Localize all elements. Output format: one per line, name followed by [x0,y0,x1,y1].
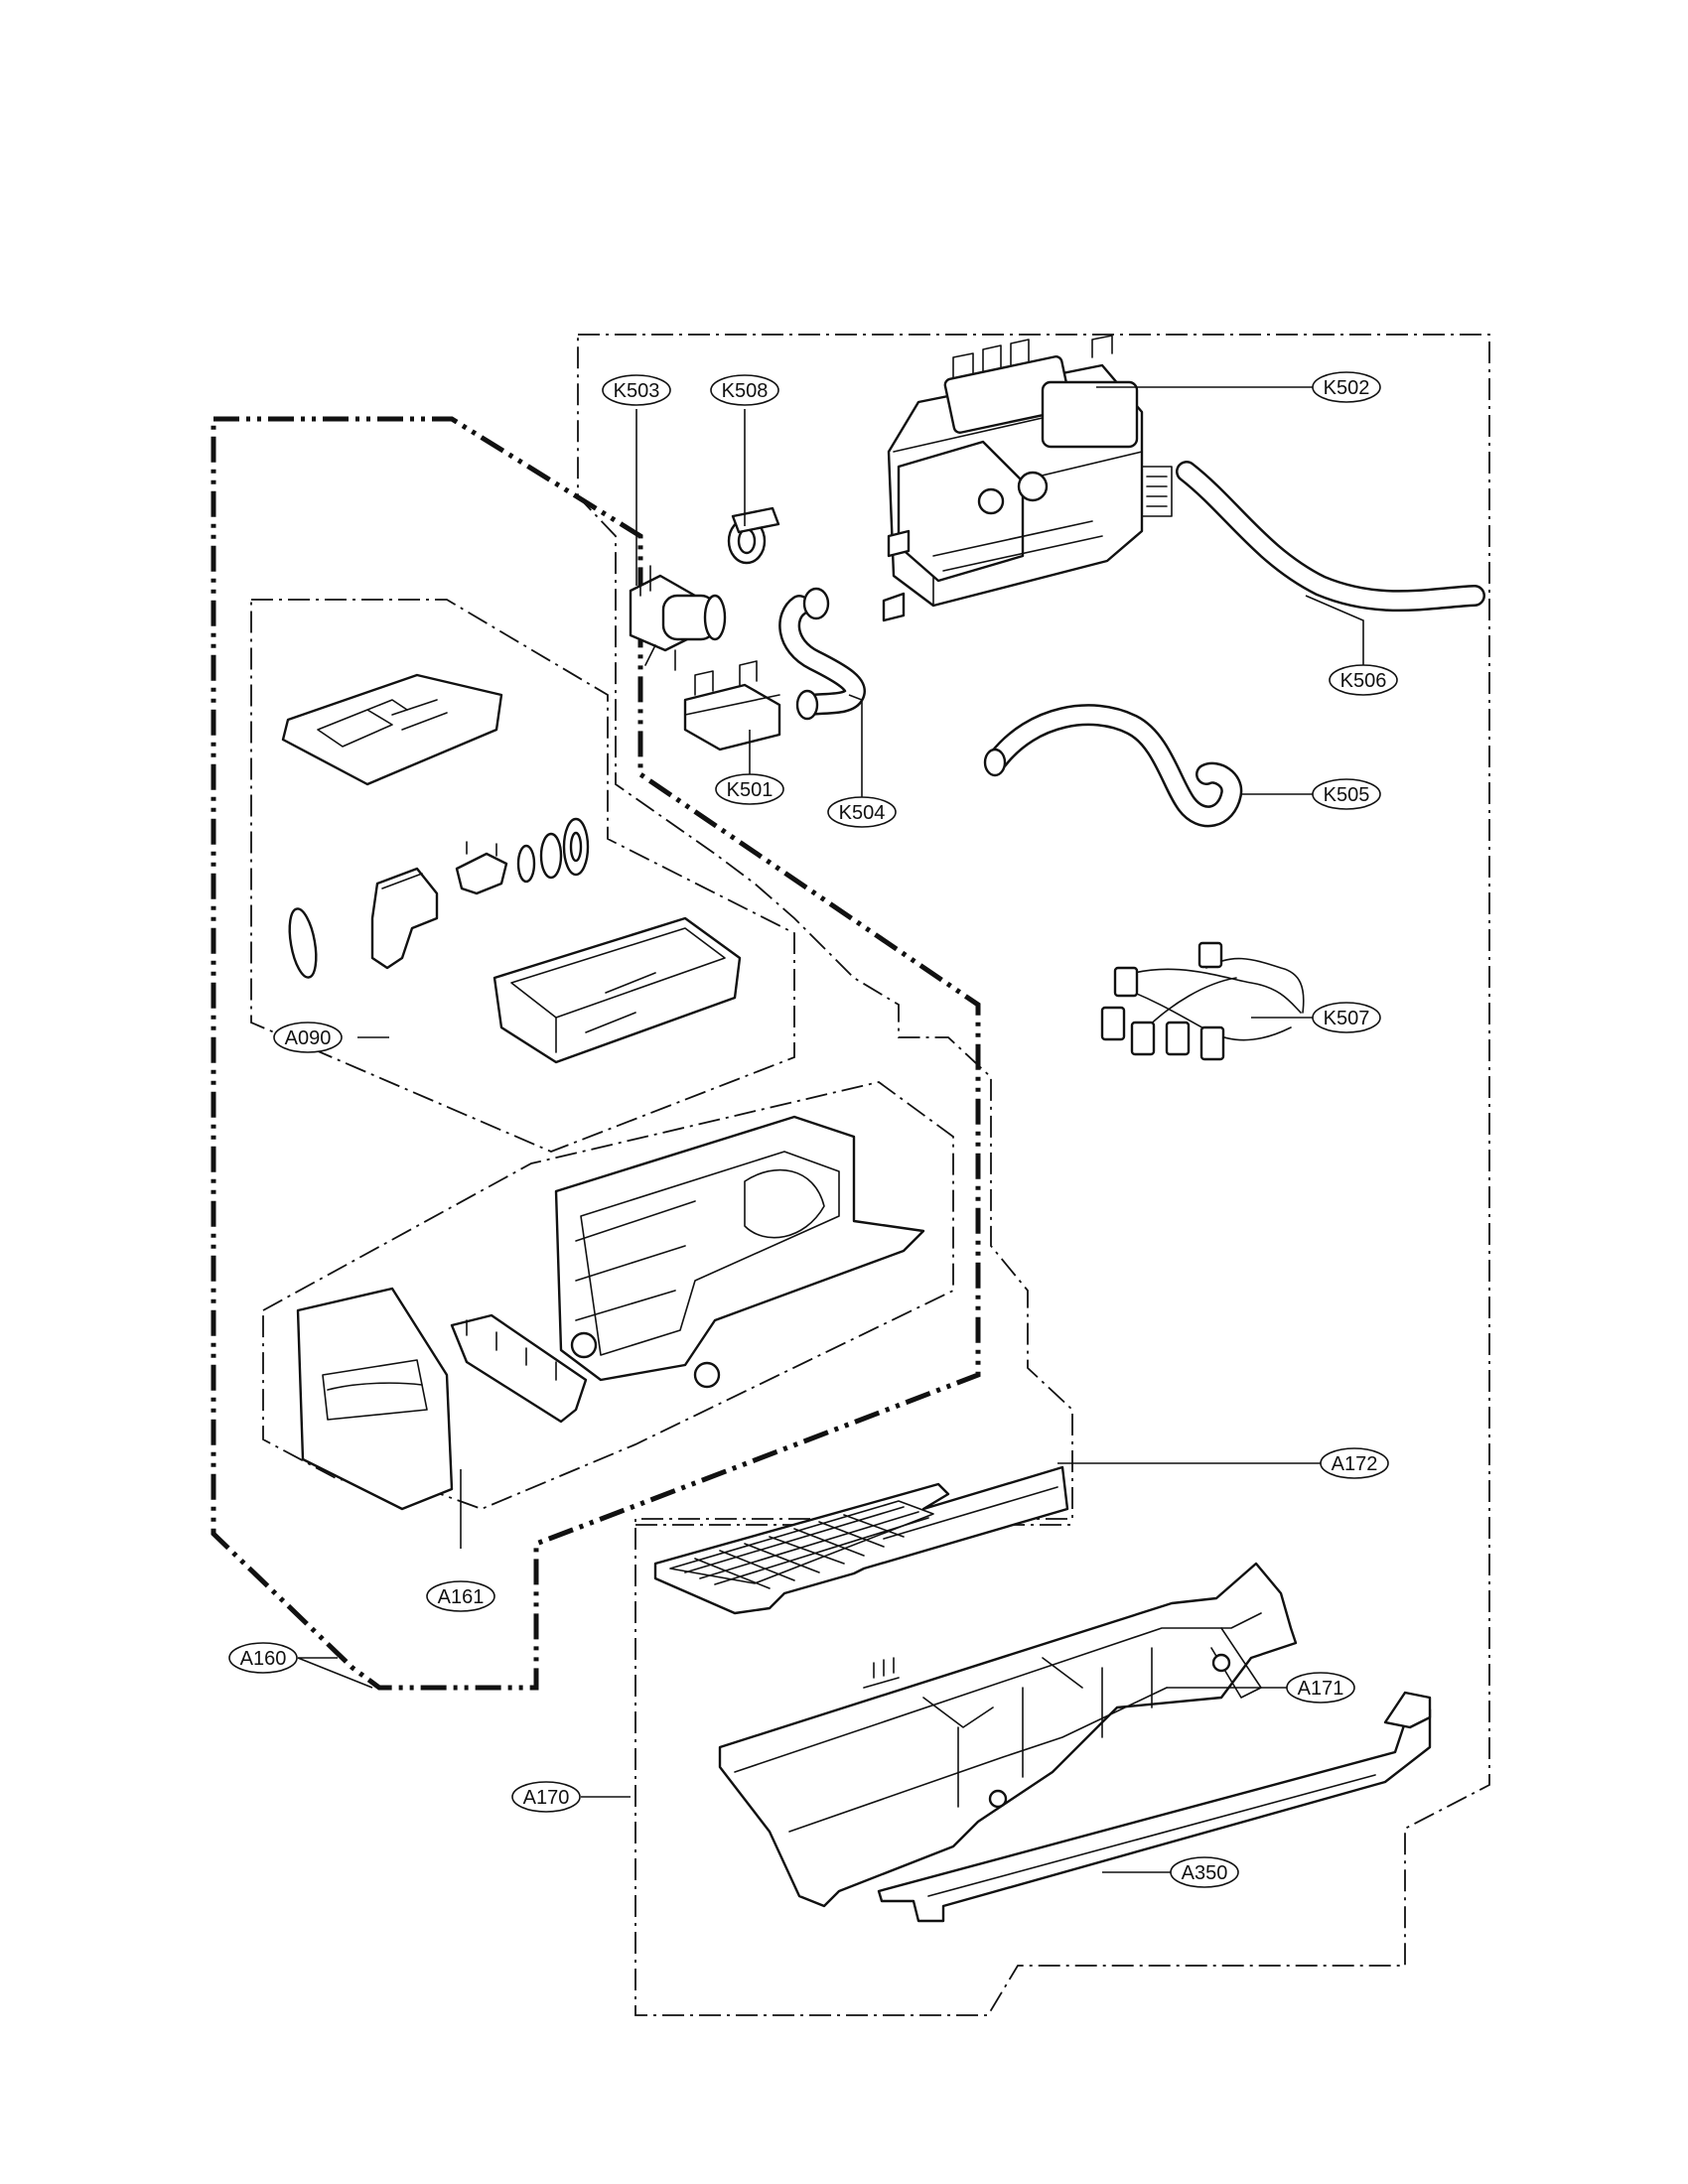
a350-rail [877,1691,1432,1923]
callout-a170-text: A170 [523,1787,570,1809]
k506-hose [1176,461,1485,613]
callout-k505: K505 [1312,778,1381,810]
callout-a171-text: A171 [1298,1678,1344,1700]
callout-a350: A350 [1170,1856,1239,1888]
callout-a172-text: A172 [1332,1453,1378,1475]
callout-k504: K504 [827,796,897,828]
k502-steam-generator [882,335,1173,622]
a160-group-boundary [211,416,981,1691]
callout-a160: A160 [228,1642,298,1674]
callout-a160-text: A160 [240,1648,287,1670]
callout-k504-text: K504 [839,802,886,824]
a090-group-boundary [250,599,795,1153]
callout-a170: A170 [511,1781,581,1813]
k504-elbow-hose [778,587,866,721]
callout-k502-text: K502 [1324,377,1370,399]
callout-k501-text: K501 [727,779,774,801]
k503-valve [629,565,727,671]
k501-bracket [683,660,781,751]
callout-k508-text: K508 [722,380,769,402]
callout-a350-text: A350 [1182,1862,1228,1884]
a161-dispenser-drawer-parts [296,1115,925,1511]
a172-grille [653,1465,1069,1615]
callout-k505-text: K505 [1324,784,1370,806]
k507-wire-harness [1100,941,1305,1061]
a171-housing [718,1562,1298,1908]
a161-group-boundary [262,1081,954,1510]
callout-a090-text: A090 [285,1027,332,1049]
callout-a161: A161 [426,1580,495,1612]
callout-a161-text: A161 [438,1586,485,1608]
callout-k508: K508 [710,374,779,406]
callout-k507-text: K507 [1324,1008,1370,1029]
callout-k506: K506 [1329,664,1398,696]
callout-a171: A171 [1286,1672,1355,1704]
a090-detergent-dispenser-parts [281,673,742,1064]
callout-k507: K507 [1312,1002,1381,1033]
leader-lines [297,386,1364,1873]
callout-k501: K501 [715,773,784,805]
k505-hose [983,704,1243,828]
callout-a090: A090 [273,1022,343,1053]
callout-k503: K503 [602,374,671,406]
callout-k502: K502 [1312,371,1381,403]
k-group-boundary [577,334,1490,2016]
callout-k503-text: K503 [614,380,660,402]
k508-clamp [727,506,780,565]
callout-a172: A172 [1320,1447,1389,1479]
callout-k506-text: K506 [1340,670,1387,692]
